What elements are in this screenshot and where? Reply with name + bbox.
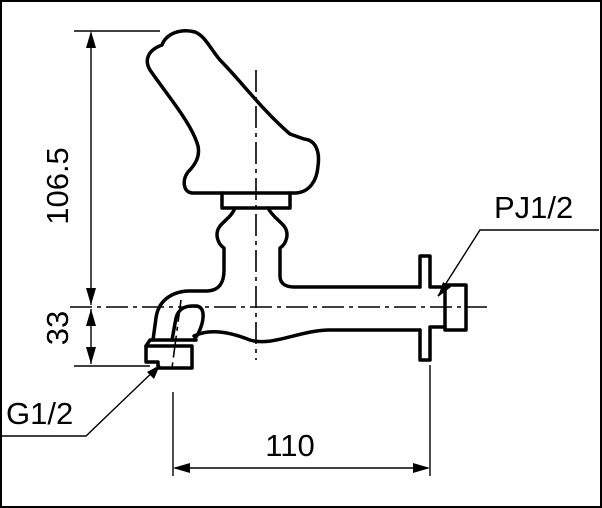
dimension-length: 110 (172, 365, 431, 476)
arrowhead-left (173, 463, 190, 473)
callout-inlet-thread: G1/2 (2, 364, 161, 437)
arrowhead-right (413, 463, 430, 473)
dimension-height-total: 106.5 (40, 30, 160, 305)
leader-arrowhead (147, 365, 160, 379)
dimension-height-spout: 33 (40, 309, 150, 367)
arrowhead-up (86, 309, 96, 326)
faucet-body (144, 29, 468, 370)
lever-handle (145, 29, 321, 195)
handle-cap (220, 191, 292, 210)
height-spout-label: 33 (40, 311, 75, 345)
leader-arrowhead (438, 282, 451, 297)
inlet-nut-bar (144, 338, 198, 348)
inlet-thread-label: G1/2 (6, 396, 73, 431)
callout-hose-connector: PJ1/2 (437, 190, 599, 297)
valve-bonnet-right (266, 206, 422, 289)
spout-wave (192, 328, 422, 344)
leader-line (437, 229, 599, 297)
arrowhead-down (86, 288, 96, 305)
spout-lower (170, 304, 205, 342)
height-total-label: 106.5 (40, 147, 75, 225)
length-label: 110 (265, 428, 314, 463)
leader-line (2, 364, 161, 437)
hose-connector-label: PJ1/2 (494, 190, 573, 225)
valve-bonnet (151, 206, 237, 342)
connector-flange (418, 254, 468, 362)
inlet-nut (144, 344, 194, 370)
arrowhead-down (86, 347, 96, 364)
arrowhead-up (86, 31, 96, 48)
